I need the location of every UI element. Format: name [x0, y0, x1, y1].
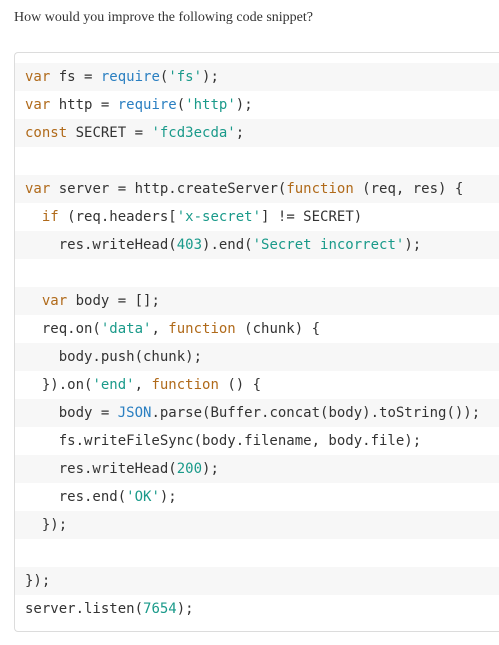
code-token-number: 200 [176, 461, 203, 477]
code-token-keyword: var [25, 69, 51, 85]
code-token-plain: (chunk) { [235, 321, 321, 337]
code-token-plain: body = [25, 405, 118, 421]
code-token-string: 'end' [92, 377, 135, 393]
code-line: }).on('end', function () { [15, 371, 499, 399]
code-token-plain: SECRET = [67, 125, 152, 141]
code-line: fs.writeFileSync(body.filename, body.fil… [15, 427, 499, 455]
code-line: res.writeHead(403).end('Secret incorrect… [15, 231, 499, 259]
code-line [15, 147, 499, 175]
code-token-plain [25, 209, 42, 225]
code-token-plain: }); [25, 517, 68, 533]
code-line: server.listen(7654); [15, 595, 499, 623]
code-line [15, 259, 499, 287]
code-token-builtin: JSON [117, 405, 152, 421]
code-token-plain: ); [159, 489, 177, 505]
code-token-plain: body = []; [67, 293, 160, 309]
code-token-plain: ; [235, 125, 245, 141]
code-token-plain: res.writeHead( [25, 461, 177, 477]
question-text: How would you improve the following code… [14, 10, 314, 25]
code-token-plain: fs.writeFileSync(body.filename, body.fil… [25, 433, 422, 449]
code-line: var body = []; [15, 287, 499, 315]
code-line: body.push(chunk); [15, 343, 499, 371]
code-token-plain: }); [25, 573, 51, 589]
code-line: }); [15, 511, 499, 539]
code-token-plain: () { [218, 377, 262, 393]
code-token-plain: fs = [50, 69, 101, 85]
code-token-string: 'fs' [168, 69, 203, 85]
code-token-plain: res.writeHead( [25, 237, 177, 253]
code-token-plain: (req.headers[ [58, 209, 177, 225]
code-line: req.on('data', function (chunk) { [15, 315, 499, 343]
code-line: res.end('OK'); [15, 483, 499, 511]
code-token-plain: (req, res) { [353, 181, 464, 197]
code-token-plain: ); [202, 69, 219, 85]
code-token-plain: ] != SECRET) [261, 209, 363, 225]
code-token-string: 'OK' [126, 489, 160, 505]
code-token-keyword: var [25, 181, 51, 197]
code-token-plain: ); [235, 97, 253, 113]
code-line: }); [15, 567, 499, 595]
code-token-keyword: function [151, 377, 219, 393]
code-token-string: 'data' [100, 321, 152, 337]
code-token-number: 7654 [143, 601, 177, 617]
code-line: var http = require('http'); [15, 91, 499, 119]
code-token-plain: ); [176, 601, 194, 617]
code-token-plain: , [134, 377, 152, 393]
code-line: res.writeHead(200); [15, 455, 499, 483]
code-token-plain: ( [159, 69, 169, 85]
code-token-number: 403 [176, 237, 203, 253]
code-token-plain: req.on( [25, 321, 101, 337]
code-token-keyword: function [286, 181, 354, 197]
code-token-plain: server = http.createServer( [50, 181, 287, 197]
code-token-plain: ).end( [202, 237, 253, 253]
code-lines: var fs = require('fs');var http = requir… [15, 63, 499, 623]
code-token-plain: .parse(Buffer.concat(body).toString()); [151, 405, 481, 421]
code-token-plain: }).on( [25, 377, 93, 393]
code-line: var server = http.createServer(function … [15, 175, 499, 203]
code-snippet-block: var fs = require('fs');var http = requir… [14, 52, 499, 632]
code-token-keyword: var [41, 293, 68, 309]
code-token-keyword: const [25, 125, 68, 141]
code-line: if (req.headers['x-secret'] != SECRET) [15, 203, 499, 231]
code-token-string: 'fcd3ecda' [151, 125, 236, 141]
code-token-plain: server.listen( [25, 601, 144, 617]
code-token-keyword: var [25, 97, 51, 113]
code-line: var fs = require('fs'); [15, 63, 499, 91]
code-token-keyword: function [168, 321, 236, 337]
code-token-plain: body.push(chunk); [25, 349, 203, 365]
code-line: const SECRET = 'fcd3ecda'; [15, 119, 499, 147]
code-token-builtin: require [117, 97, 177, 113]
code-token-plain: http = [50, 97, 118, 113]
code-token-keyword: if [41, 209, 59, 225]
code-line [15, 539, 499, 567]
code-token-plain: ( [176, 97, 186, 113]
code-token-plain: ); [404, 237, 422, 253]
code-token-plain: , [151, 321, 169, 337]
code-token-string: 'http' [185, 97, 236, 113]
code-token-string: 'Secret incorrect' [252, 237, 405, 253]
code-token-builtin: require [100, 69, 160, 85]
code-token-plain: res.end( [25, 489, 127, 505]
code-token-string: 'x-secret' [176, 209, 262, 225]
code-line: body = JSON.parse(Buffer.concat(body).to… [15, 399, 499, 427]
code-token-plain: ); [202, 461, 219, 477]
code-token-plain [25, 293, 42, 309]
